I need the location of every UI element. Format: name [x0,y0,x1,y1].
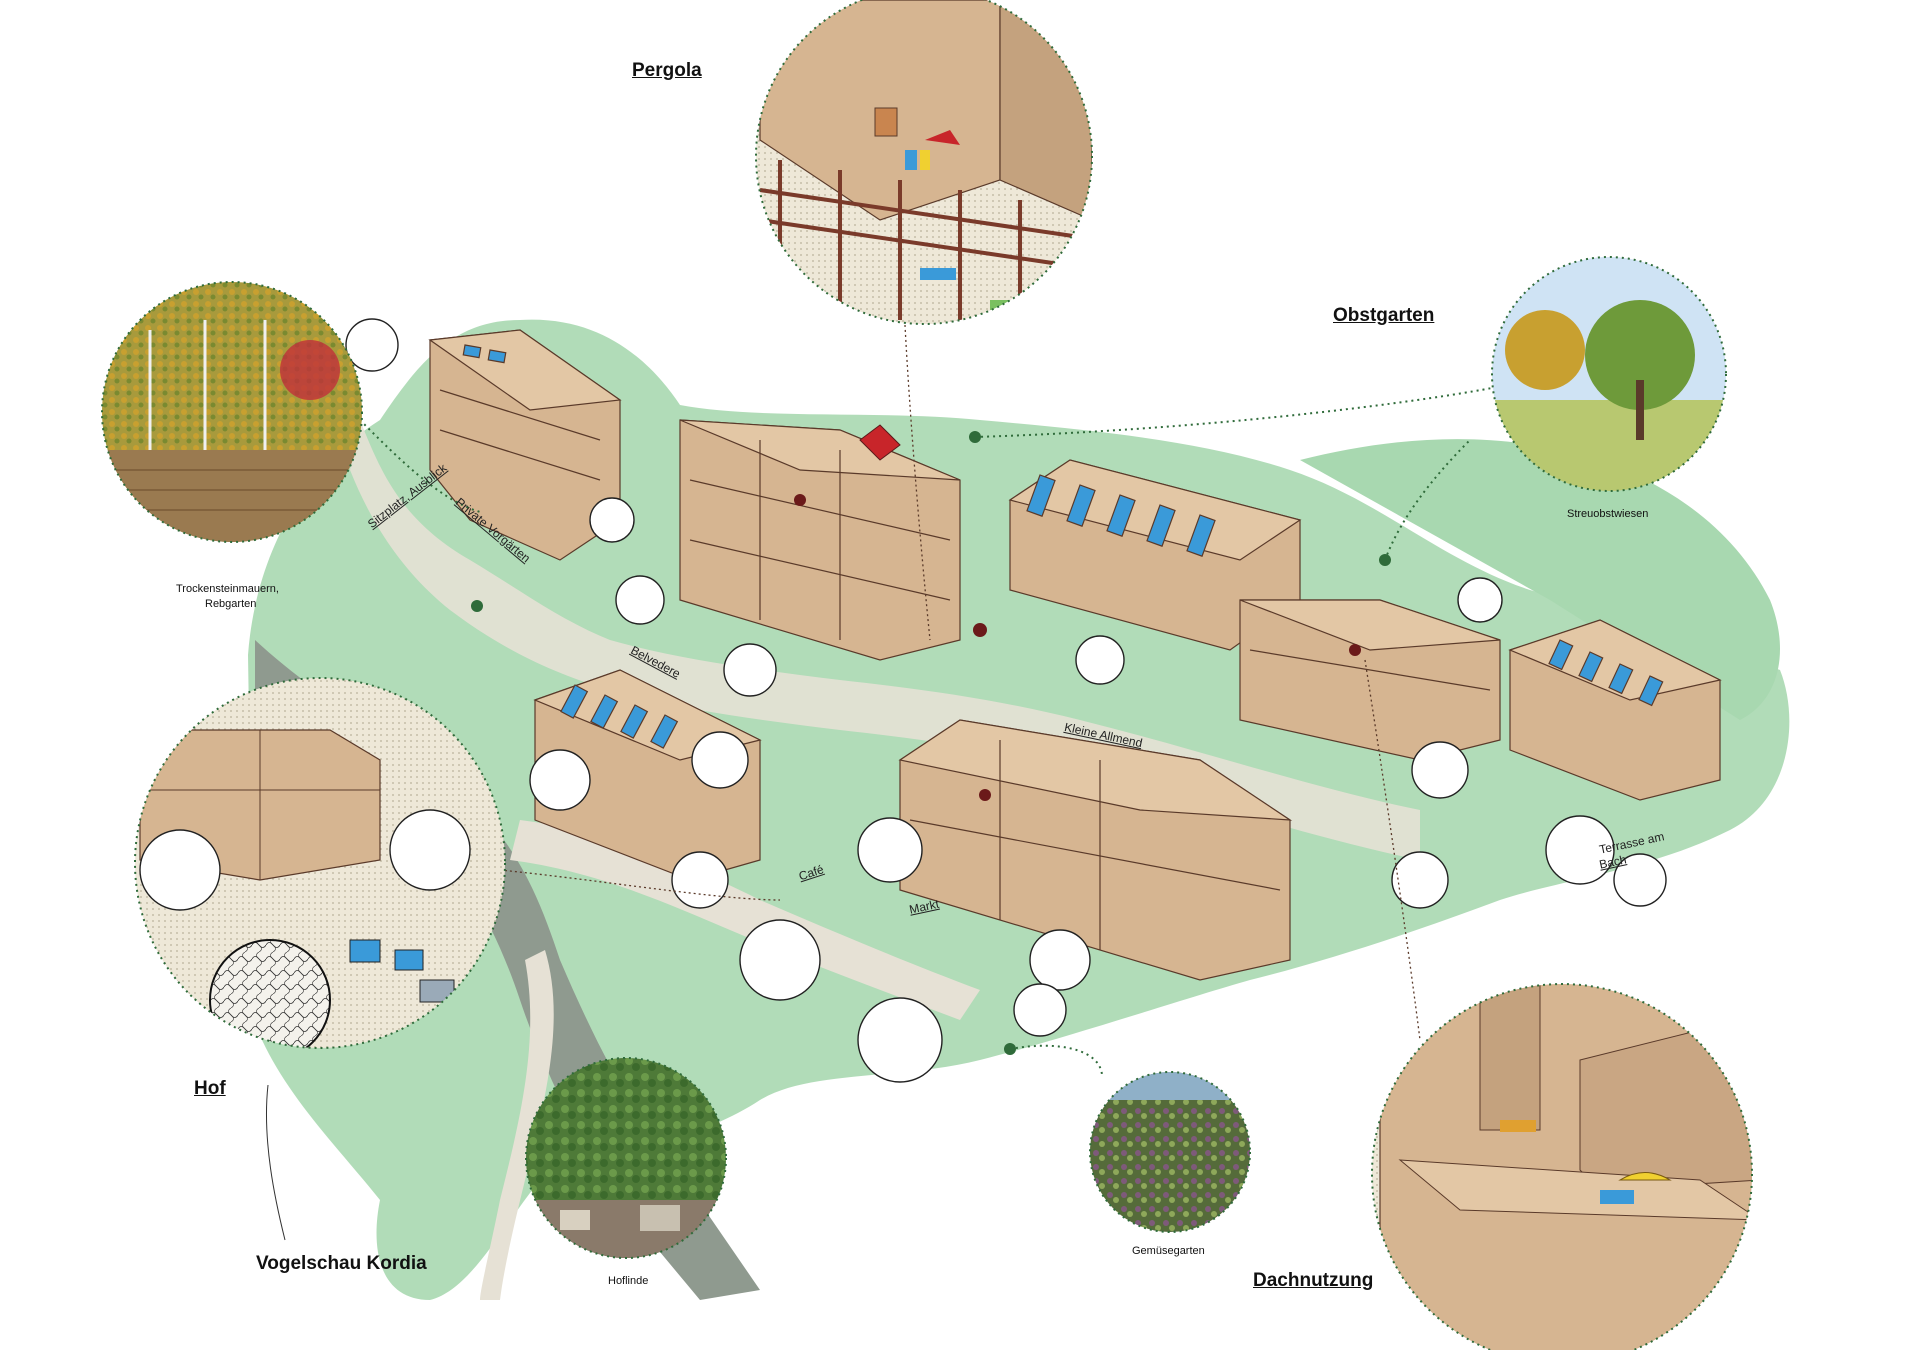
heading-pergola: Pergola [632,60,702,81]
detail-circle-pergola [756,0,1092,324]
caption-rebgarten: Rebgarten [205,598,257,610]
photo-gemuesegarten [1090,1072,1250,1232]
callout-leaders [359,387,1493,1076]
building-south [898,719,1293,981]
side-path [480,950,554,1300]
photo-streuobstwiesen [1492,257,1726,491]
photo-trockensteinmauern [102,282,362,542]
heading-dachnutzung: Dachnutzung [1253,1270,1374,1291]
building-north [679,419,961,661]
tree-icon [345,318,1667,1083]
building-nw [428,329,622,561]
callout-leaders-brown [499,324,1421,1041]
callout-dot-icon [471,431,1391,1055]
building-far-east [1508,619,1722,801]
kite-icon [859,424,901,461]
detail-circle-dachnutzung [1372,984,1752,1350]
caption-streuobstwiesen: Streuobstwiesen [1567,508,1649,520]
caption-trockensteinmauern: Trockensteinmauern, [176,583,279,595]
footpath [350,420,1420,860]
lower-path [510,820,980,1020]
heading-hof: Hof [194,1078,226,1099]
building-ne [1008,459,1302,651]
heading-vogelschau: Vogelschau Kordia [256,1253,427,1274]
heading-obstgarten: Obstgarten [1333,305,1435,326]
photo-hoflinde [526,1058,726,1258]
caption-hoflinde: Hoflinde [608,1275,649,1287]
caption-gemuesegarten: Gemüsegarten [1132,1245,1205,1257]
building-east [1239,599,1501,761]
hof-leader [265,1084,286,1241]
